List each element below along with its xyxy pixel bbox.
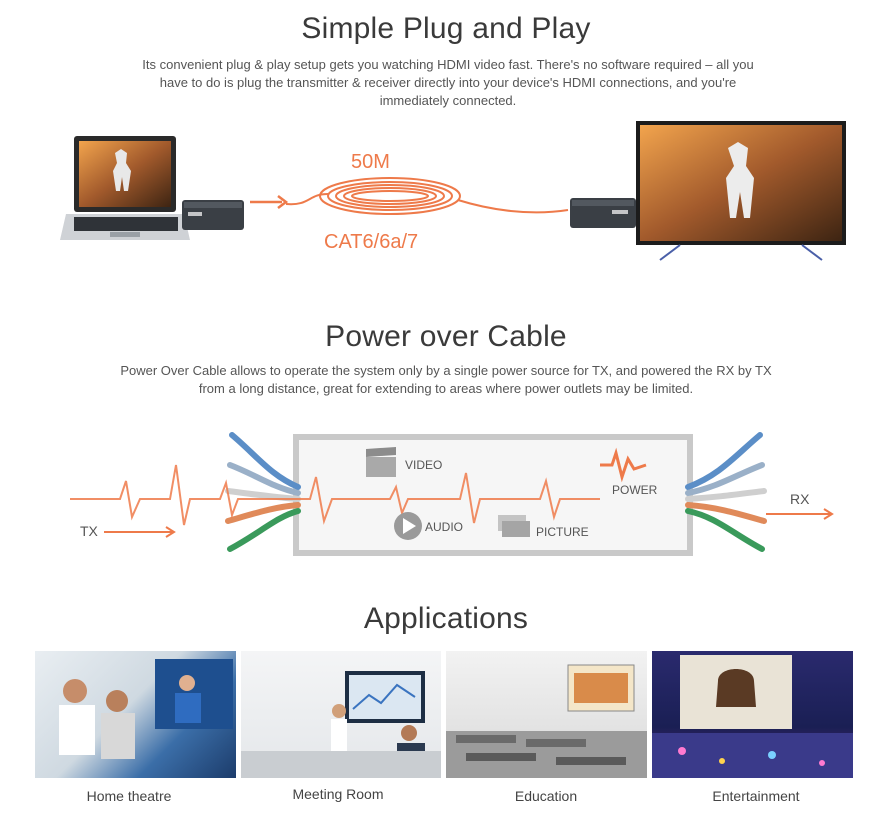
power-over-cable-description: Power Over Cable allows to operate the s… xyxy=(120,363,772,396)
power-label: POWER xyxy=(612,483,658,497)
receiver-device xyxy=(570,198,636,228)
picture-label: PICTURE xyxy=(536,525,589,539)
video-clapper-icon xyxy=(366,447,396,477)
tv-illustration xyxy=(636,121,846,261)
cable-length-label: 50M xyxy=(351,151,390,173)
applications-title: Applications xyxy=(363,602,529,635)
power-over-cable-title: Power over Cable xyxy=(325,320,567,353)
app-caption-meeting-room: Meeting Room xyxy=(292,786,384,802)
arrow-right-icon xyxy=(766,508,834,520)
plug-play-title: Simple Plug and Play xyxy=(301,12,591,45)
right-twisted-wires xyxy=(685,432,767,552)
power-over-cable-diagram xyxy=(70,432,834,556)
home-theatre-image xyxy=(35,651,236,778)
plug-play-diagram xyxy=(60,121,846,261)
signal-wave xyxy=(70,464,600,526)
app-caption-home-theatre: Home theatre xyxy=(86,788,172,804)
video-label: VIDEO xyxy=(405,458,443,472)
coiled-cable-illustration xyxy=(285,177,569,215)
tx-label: TX xyxy=(80,523,98,539)
meeting-room-image xyxy=(241,651,441,778)
transmitter-device xyxy=(182,200,244,230)
plug-play-description: Its convenient plug & play setup gets yo… xyxy=(142,57,754,108)
arrow-right-icon xyxy=(104,526,176,538)
left-twisted-wires xyxy=(225,432,301,552)
app-caption-entertainment: Entertainment xyxy=(712,788,800,804)
audio-label: AUDIO xyxy=(425,520,464,534)
picture-icon xyxy=(498,515,530,537)
app-caption-education: Education xyxy=(514,788,578,804)
rx-label: RX xyxy=(790,491,810,507)
entertainment-image xyxy=(652,651,853,778)
cable-type-label: CAT6/6a/7 xyxy=(324,231,419,253)
audio-play-icon xyxy=(394,512,422,540)
arrow-right-icon xyxy=(250,195,289,209)
education-image xyxy=(446,651,647,778)
power-wave-icon xyxy=(600,447,647,483)
laptop-illustration xyxy=(60,136,190,240)
